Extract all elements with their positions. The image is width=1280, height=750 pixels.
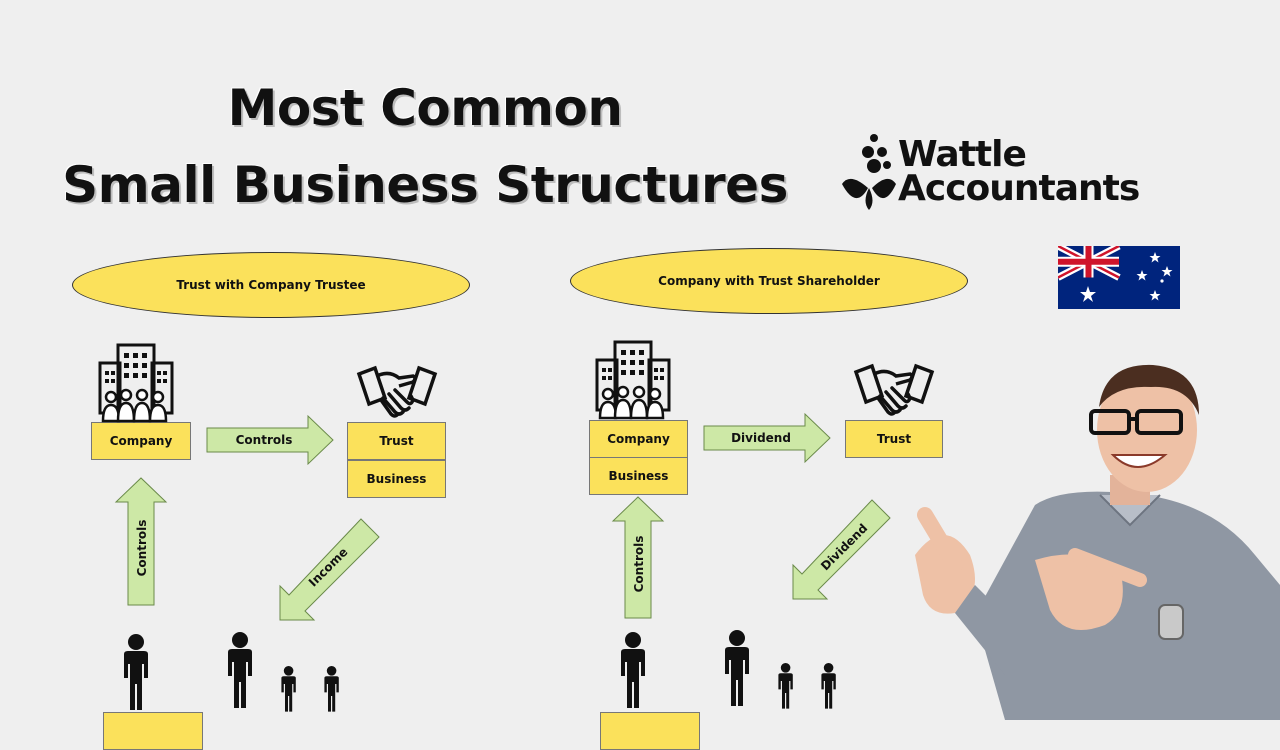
left-trust-box: Trust (347, 422, 446, 460)
right-person-icon-1 (621, 632, 645, 708)
left-handshake-icon (357, 366, 437, 418)
right-diagram-heading: Company with Trust Shareholder (570, 248, 968, 314)
right-dividend-h-label: Dividend (731, 431, 791, 445)
diagram-overlay: Controls Controls Income Dividend Contro… (98, 340, 934, 712)
right-trust-box: Trust (845, 420, 943, 458)
logo-line-2: Accountants (898, 168, 1140, 209)
wattle-logo-icon (842, 134, 896, 210)
right-controls-arrow-vertical (611, 496, 665, 619)
presenter-photo (915, 364, 1280, 720)
right-dividend-arrow-horizontal (703, 412, 831, 464)
left-building-icon (98, 343, 174, 423)
right-child-icon-1 (778, 663, 793, 709)
left-controls-h-label: Controls (236, 433, 293, 447)
left-controls-arrow-horizontal (206, 414, 334, 466)
right-company-box: Company (589, 420, 688, 458)
wattle-accountants-logo: Wattle Accountants (838, 132, 1183, 212)
left-income-arrow (279, 518, 380, 621)
left-controls-v-label: Controls (135, 520, 149, 577)
title-line-2: Small Business Structures (62, 156, 788, 214)
title-line-1: Most Common (227, 79, 623, 137)
left-person-icon-2 (228, 632, 252, 708)
left-company-box: Company (91, 422, 191, 460)
right-controls-v-label: Controls (632, 536, 646, 593)
left-child-icon-1 (281, 666, 296, 712)
right-business-box: Business (589, 457, 688, 495)
right-dividend-arrow-diagonal (792, 499, 891, 600)
right-building-icon (595, 340, 671, 420)
logo-line-1: Wattle (898, 134, 1027, 175)
left-child-icon-2 (324, 666, 339, 712)
right-person-icon-2 (725, 630, 749, 706)
left-business-box: Business (347, 460, 446, 498)
left-diagram-heading: Trust with Company Trustee (72, 252, 470, 318)
right-child-icon-2 (821, 663, 836, 709)
left-person-icon-1 (124, 634, 148, 710)
left-controls-arrow-vertical (114, 477, 168, 606)
australian-flag-icon (1058, 246, 1180, 309)
